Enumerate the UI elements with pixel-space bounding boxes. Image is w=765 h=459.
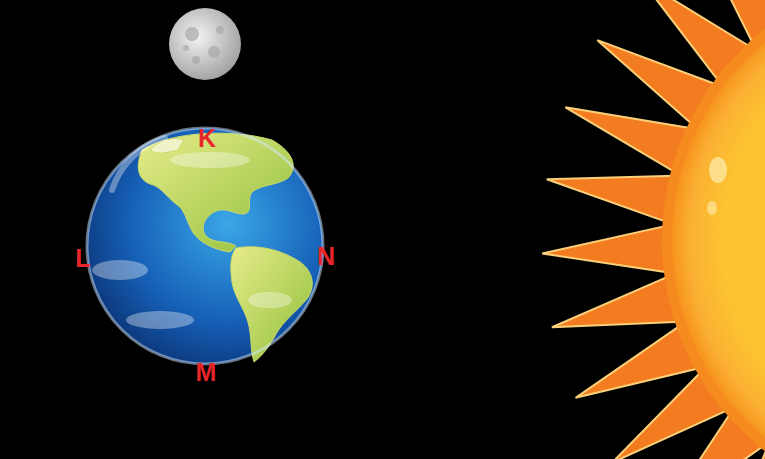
sun-glint bbox=[709, 157, 727, 183]
point-label: L bbox=[75, 246, 90, 271]
point-label: N bbox=[317, 244, 335, 269]
sun-rim bbox=[662, 0, 765, 459]
sun bbox=[672, 0, 765, 459]
sun-ray bbox=[552, 276, 681, 328]
moon-craters bbox=[183, 26, 224, 64]
sun-glint bbox=[707, 201, 717, 215]
sun-ray bbox=[547, 176, 676, 223]
earth bbox=[87, 128, 323, 364]
point-label: M bbox=[196, 360, 217, 385]
clouds bbox=[92, 152, 292, 329]
north-america bbox=[138, 133, 293, 252]
sun-ray bbox=[542, 225, 670, 272]
atmosphere bbox=[87, 128, 323, 364]
point-label: K bbox=[198, 126, 216, 151]
moon bbox=[169, 8, 241, 80]
sun-ray bbox=[760, 0, 765, 16]
earth-highlight bbox=[112, 138, 165, 190]
